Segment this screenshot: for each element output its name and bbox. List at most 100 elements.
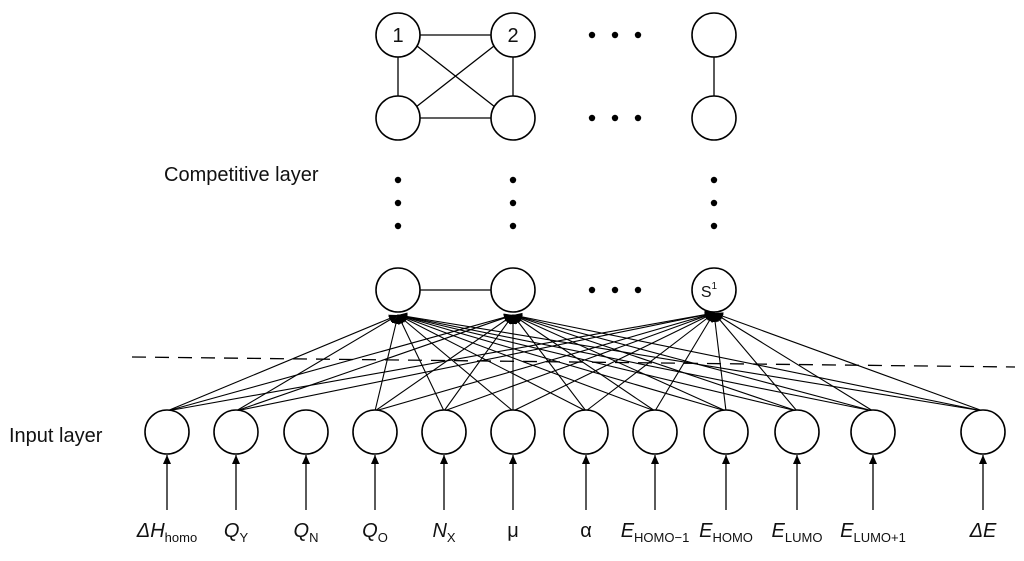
competitive-edges [397,34,715,291]
input-label-subscript: LUMO [785,530,823,545]
ellipsis-dot [509,222,517,230]
ellipsis-dot [634,114,642,122]
ellipsis-dot [611,31,619,39]
input-node [421,409,467,455]
input-connection [512,312,715,412]
input-connection [397,314,656,412]
input-connection [713,312,798,412]
node-1-label: 1 [392,25,403,47]
input-label: QY [224,520,249,545]
edge-cross-b [415,45,495,108]
input-node [213,409,259,455]
input-connection [166,310,715,412]
ellipsis-dot [394,199,402,207]
ellipsis-dot [611,286,619,294]
input-label: QO [362,520,388,545]
competitive-nodes: 1 2 S1 [375,12,737,313]
competitive-node-1 [375,12,421,58]
input-layer-label: Input layer [9,425,103,447]
input-connections [166,310,984,412]
input-label-main: E [840,520,854,542]
input-connection [166,313,514,412]
input-node [774,409,820,455]
ellipsis-dot [634,31,642,39]
input-label-subscript: HOMO [712,530,752,545]
competitive-node-row2-2 [490,95,536,141]
input-label-main: E [772,520,786,542]
ellipsis-dot [394,222,402,230]
input-connection [512,314,656,412]
node-2-label: 2 [507,25,518,47]
input-connection [512,312,984,412]
competitive-node-row2-1 [375,95,421,141]
input-node [352,409,398,455]
input-label: EHOMO−1 [621,520,690,545]
input-label-main: Q [224,520,240,542]
input-connection [397,314,514,412]
input-connection [397,314,445,412]
input-label: NX [432,520,455,545]
input-connection [397,313,798,412]
input-label-main: E [699,520,713,542]
input-label-subscript: N [309,530,318,545]
ellipsis-dot [710,199,718,207]
input-connection [235,310,715,412]
input-connection [512,314,798,412]
competitive-node-row1-last [691,12,737,58]
horizontal-ellipses [588,31,642,294]
input-label-main: Q [362,520,378,542]
input-label-main: μ [507,520,519,542]
input-label: μ [507,520,519,542]
input-label: ΔHhomo [136,520,197,545]
node-s1-label: S1 [701,281,718,301]
input-connection [235,314,399,412]
input-node [563,409,609,455]
input-connection [713,312,984,412]
input-label-main: E [621,520,635,542]
ellipsis-dot [710,176,718,184]
input-label: α [580,520,592,542]
competitive-node-s1 [691,267,737,313]
input-label-subscript: homo [165,530,198,545]
competitive-node-bottom-1 [375,267,421,313]
input-arrows [163,455,987,510]
input-label-subscript: LUMO+1 [853,530,905,545]
input-connection [585,312,715,412]
input-label: EHOMO [699,520,753,545]
input-connection [397,312,874,412]
vertical-ellipses [394,176,718,230]
input-label: ΔE [969,520,997,542]
input-connection [512,314,587,412]
ellipsis-dot [588,286,596,294]
competitive-node-2 [490,12,536,58]
input-connection [711,312,727,412]
input-label-main: N [432,520,447,542]
input-label-main: α [580,520,592,542]
input-connection [397,314,587,412]
input-node [283,409,329,455]
input-label: ELUMO [772,520,823,545]
competitive-layer-label: Competitive layer [164,164,319,186]
input-label-subscript: O [378,530,388,545]
input-nodes [144,409,1006,455]
input-connection [374,314,400,412]
layer-separator [131,356,1016,368]
ellipsis-dot [634,286,642,294]
input-node [960,409,1006,455]
input-label-subscript: HOMO−1 [634,530,689,545]
ellipsis-dot [588,114,596,122]
input-label: QN [294,520,319,545]
input-connection [166,314,399,412]
competitive-node-row2-last [691,95,737,141]
input-node [703,409,749,455]
input-label-subscript: Y [239,530,248,545]
input-connection [374,314,514,412]
input-label-main: ΔE [969,520,997,542]
input-label-main: ΔH [136,520,165,542]
input-connection [374,311,715,412]
input-connection [443,314,514,412]
input-node [850,409,896,455]
ellipsis-dot [509,199,517,207]
